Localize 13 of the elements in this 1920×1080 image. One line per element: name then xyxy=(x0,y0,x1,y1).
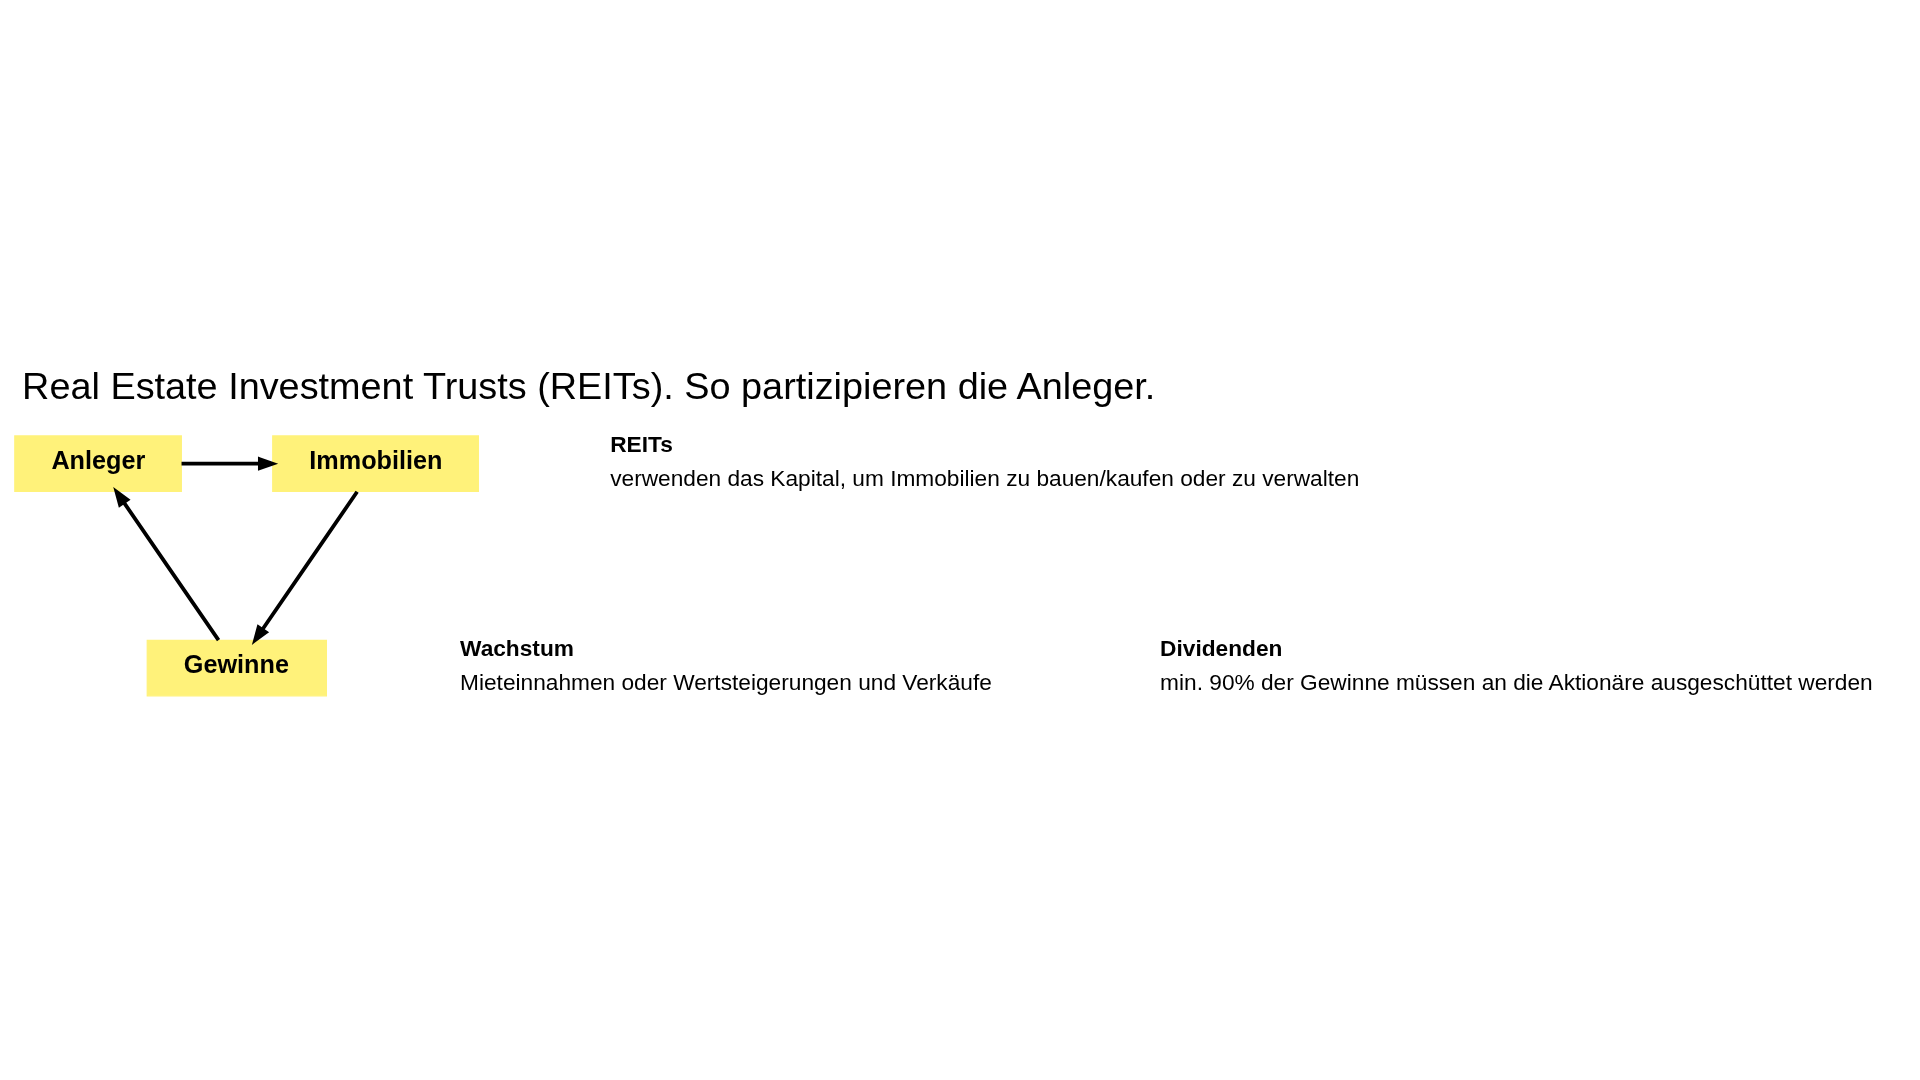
node-box: Gewinne xyxy=(146,639,327,697)
label: Dividenden xyxy=(1159,634,1282,661)
label: verwenden das Kapital, um Immobilien zu bauen/kaufen oder zu verwalten xyxy=(609,464,1359,491)
label: REITs xyxy=(609,430,673,457)
arrow xyxy=(251,490,359,645)
arrow xyxy=(112,487,220,642)
node-box: Anleger xyxy=(13,435,182,493)
label: min. 90% der Gewinne müssen an die Aktionäre ausgeschüttet werden xyxy=(1159,668,1873,695)
label: Mieteinnahmen oder Wertsteigerungen und Verkäufe xyxy=(459,668,992,695)
arrow xyxy=(181,456,278,471)
diagram-title: Real Estate Investment Trusts (REITs). So partizipieren die Anleger. xyxy=(21,365,1155,408)
node-box: Immobilien xyxy=(271,435,479,493)
label: Wachstum xyxy=(459,634,574,661)
